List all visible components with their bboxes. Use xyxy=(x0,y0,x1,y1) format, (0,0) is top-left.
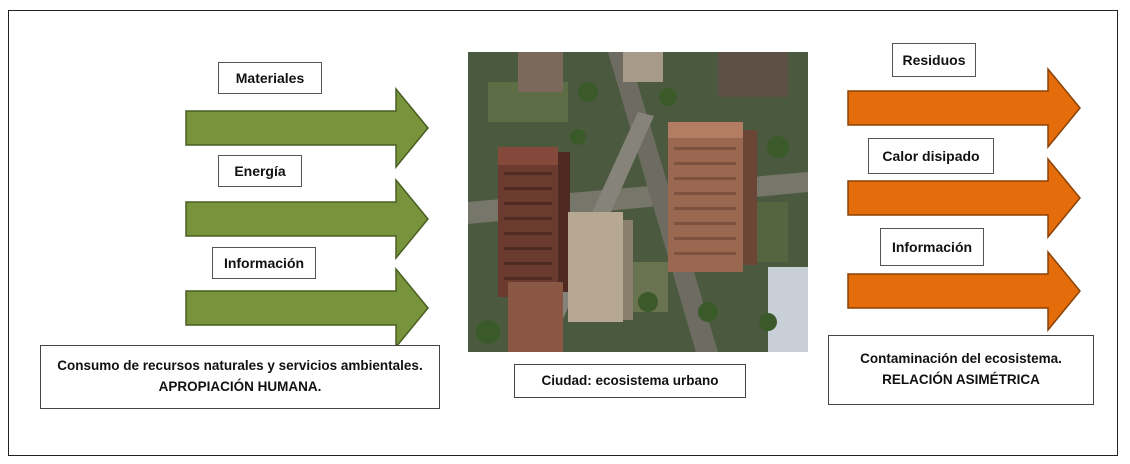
output-label-residuos: Residuos xyxy=(892,43,976,77)
caption-contaminacion-line1: Contaminación del ecosistema. xyxy=(860,351,1062,367)
input-arrow-informacion xyxy=(185,267,429,349)
output-label-calor-disipado: Calor disipado xyxy=(868,138,994,174)
input-arrow-energia xyxy=(185,178,429,260)
output-label-informacion: Información xyxy=(880,228,984,266)
output-arrow-informacion xyxy=(847,250,1081,332)
caption-consumo-line1: Consumo de recursos naturales y servicio… xyxy=(57,358,423,374)
city-aerial-image xyxy=(468,52,808,352)
input-label-materiales: Materiales xyxy=(218,62,322,94)
output-arrow-residuos xyxy=(847,67,1081,149)
caption-consumo-line2: APROPIACIÓN HUMANA. xyxy=(158,379,322,394)
input-label-energia: Energía xyxy=(218,155,302,187)
caption-ciudad: Ciudad: ecosistema urbano xyxy=(514,364,746,398)
caption-consumo-recursos: Consumo de recursos naturales y servicio… xyxy=(40,345,440,409)
output-arrow-calor-disipado xyxy=(847,157,1081,239)
caption-contaminacion: Contaminación del ecosistema. RELACIÓN A… xyxy=(828,335,1094,405)
caption-contaminacion-line2: RELACIÓN ASIMÉTRICA xyxy=(882,372,1040,387)
input-arrow-materiales xyxy=(185,87,429,169)
input-label-informacion: Información xyxy=(212,247,316,279)
